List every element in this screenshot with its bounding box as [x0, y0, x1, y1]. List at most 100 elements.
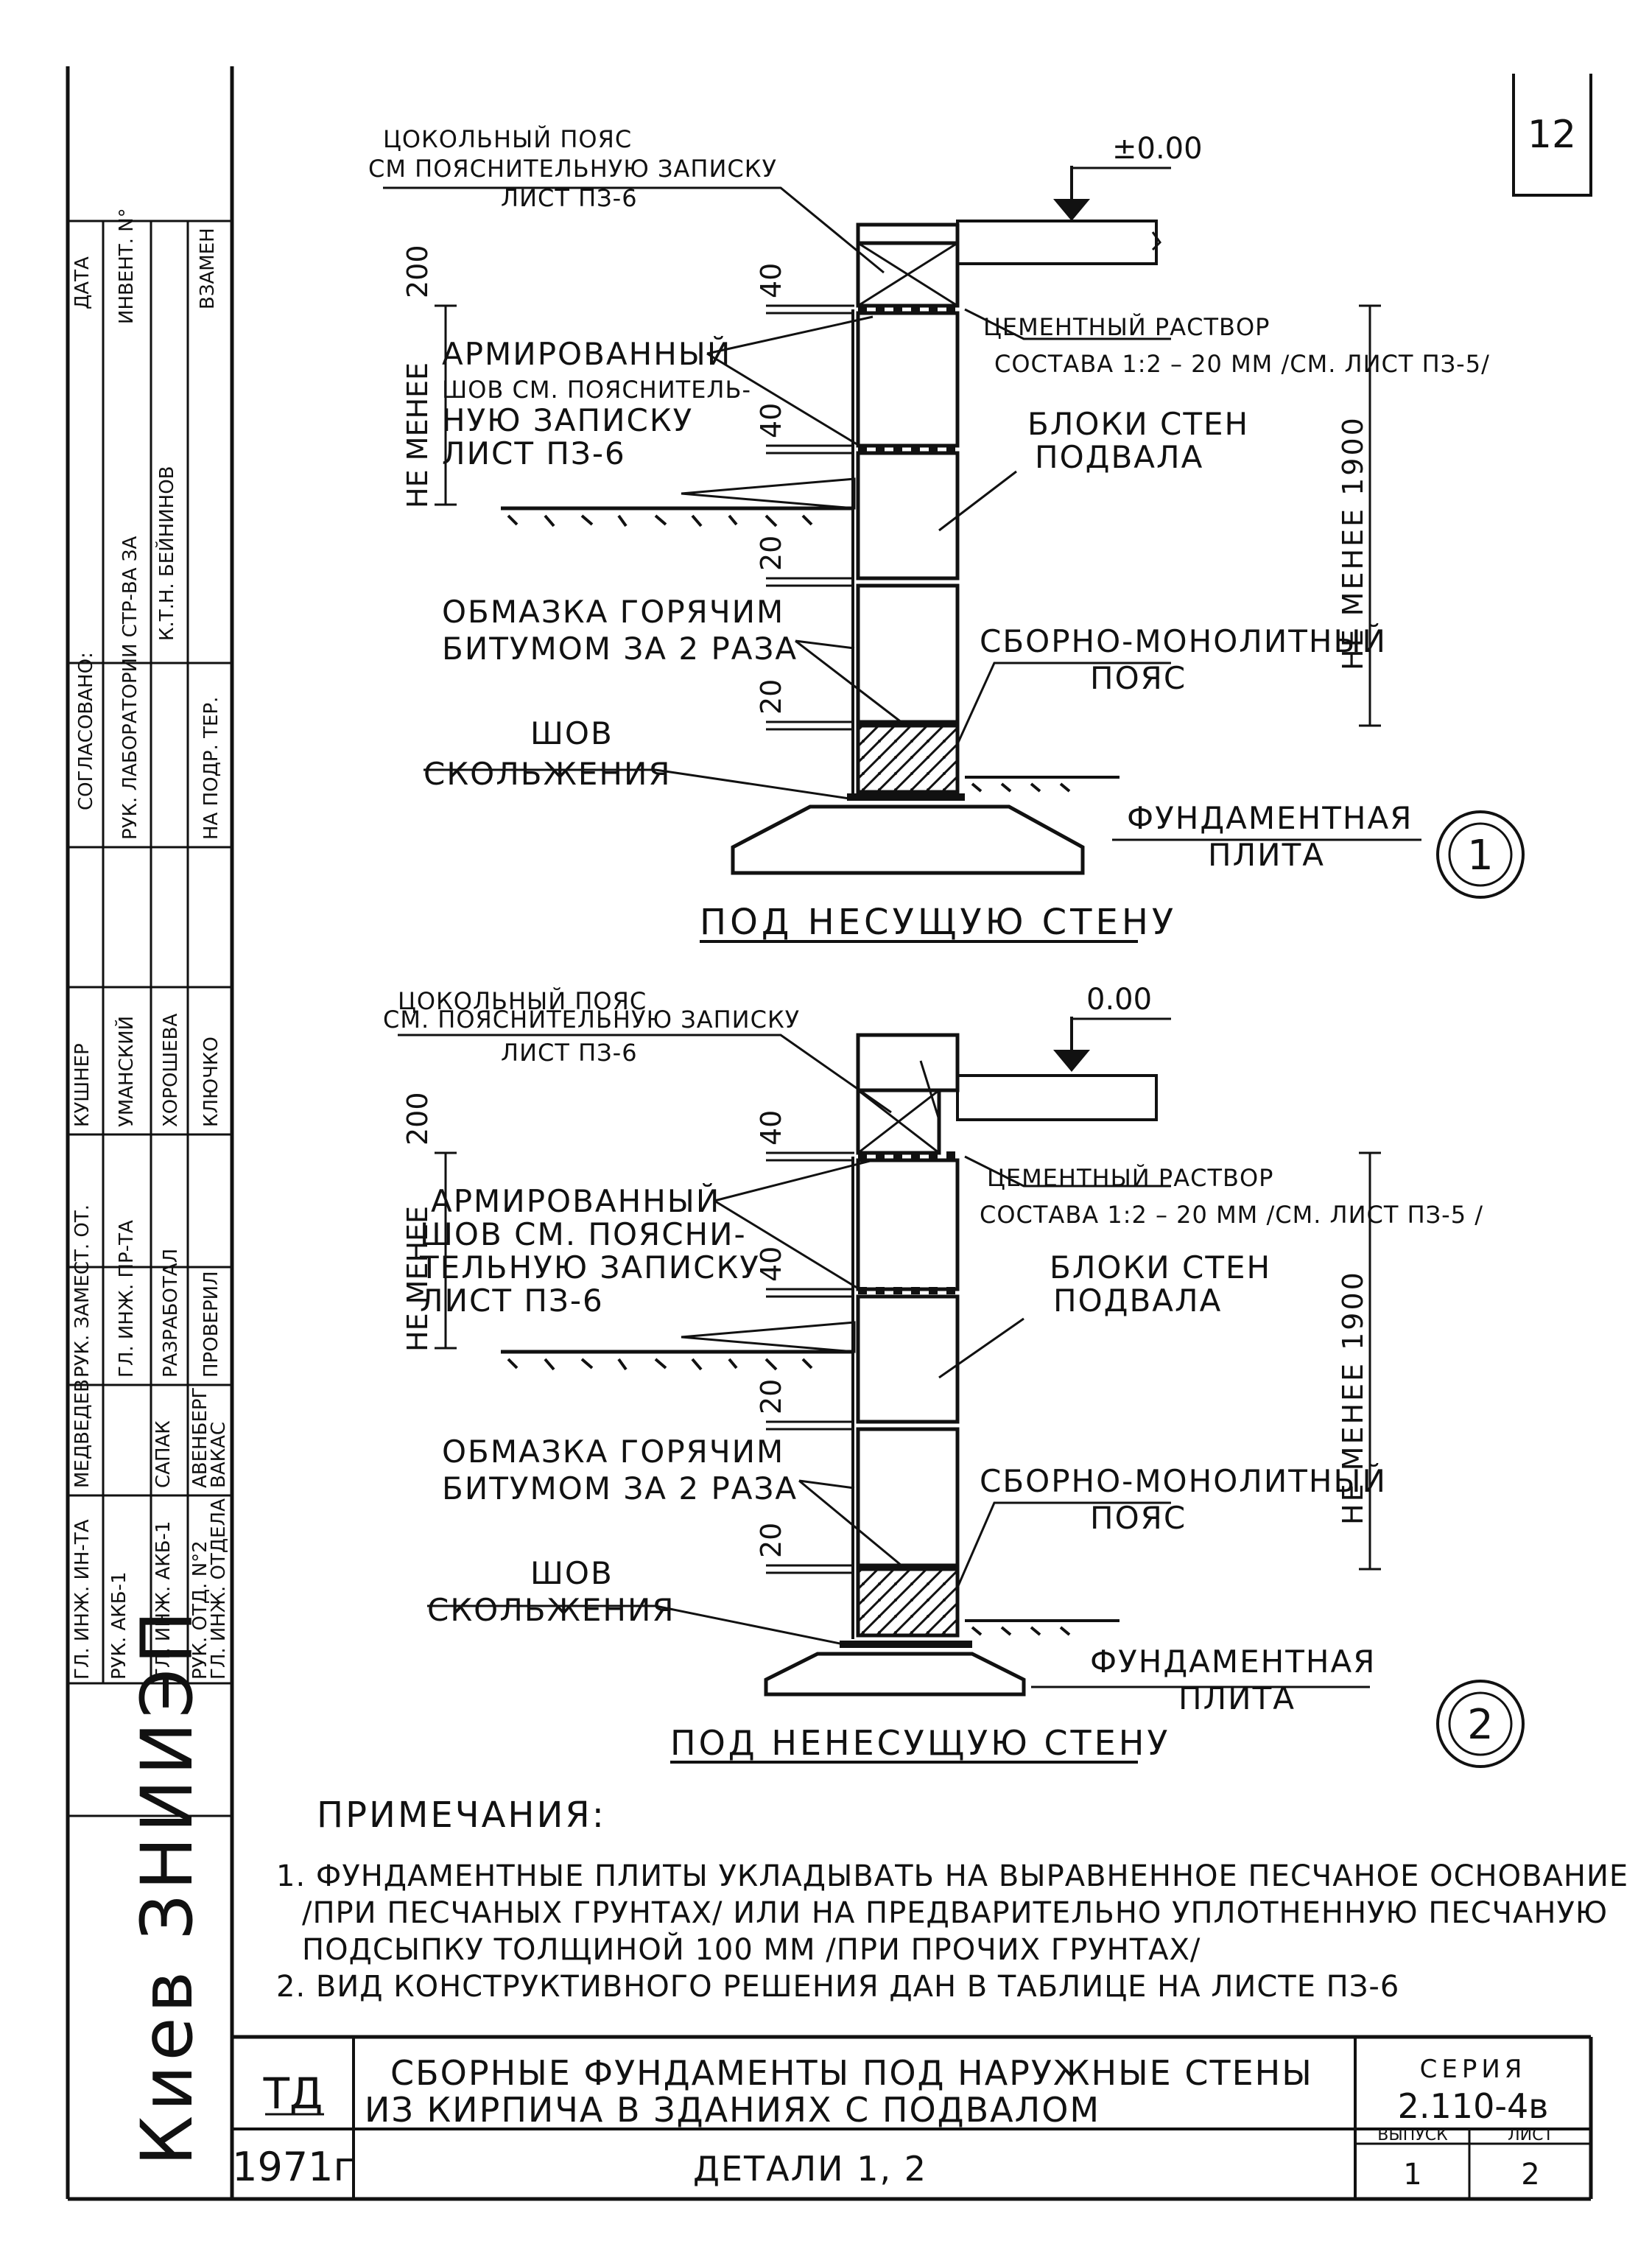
detail-2-reinforced-4: ЛИСТ ПЗ-6 [420, 1283, 604, 1319]
detail-1-coating-1: ОБМАЗКА ГОРЯЧИМ [442, 594, 784, 630]
detail-2-blocks-1: БЛОКИ СТЕН [1050, 1249, 1271, 1285]
staff-role-6: РУК. ЗАМЕСТ. ОТ. [71, 1204, 94, 1378]
detail-1-monolith-1: СБОРНО-МОНОЛИТНЫЙ [980, 622, 1387, 659]
note-line-1: 1. ФУНДАМЕНТНЫЕ ПЛИТЫ УКЛАДЫВАТЬ НА ВЫРА… [276, 1859, 1628, 1893]
detail-2-reinforced-2: ШОВ СМ. ПОЯСНИ- [420, 1216, 747, 1252]
staff-role-2: РУК. АКБ-1 [108, 1571, 130, 1680]
sidebar-agreed-name-1: К.Т.Н. БЕЙНИНОВ [155, 466, 178, 641]
detail-2-reinforced-1: АРМИРОВАННЫЙ [431, 1182, 720, 1219]
sheet-frame [66, 66, 1591, 2201]
detail-1-plinth-belt-2: СМ ПОЯСНИТЕЛЬНУЮ ЗАПИСКУ [368, 155, 777, 183]
page-number-box: 12 [1512, 74, 1592, 197]
sheet-value: 2 [1521, 2158, 1539, 2192]
detail-2-monolith-2: ПОЯС [1090, 1500, 1187, 1536]
staff-name-4: АВЕНБЕРГ [189, 1387, 211, 1488]
detail-1-level-mark: ±0.00 [1112, 132, 1203, 166]
title-block [232, 2035, 1593, 2199]
detail-1-dim-min-right: НЕ МЕНЕЕ 1900 [1337, 415, 1369, 670]
title-year: 1971г [232, 2144, 354, 2190]
staff-name-6: КУШНЕР [71, 1043, 94, 1127]
detail-1 [383, 166, 1525, 899]
detail-1-reinforced-4: ЛИСТ ПЗ-6 [442, 435, 626, 471]
detail-1-dim-20b: 20 [755, 679, 787, 715]
series-label: СЕРИЯ [1420, 2055, 1527, 2084]
organization-stamp: Киев ЗНИИЭП [126, 1607, 208, 2166]
detail-1-reinforced-1: АРМИРОВАННЫЙ [442, 335, 731, 372]
sidebar-texts: ДАТА ИНВЕНТ. N° ВЗАМЕН СОГЛАСОВАНО: РУК.… [71, 208, 230, 2166]
detail-2-blocks-2: ПОДВАЛА [1053, 1283, 1222, 1319]
detail-2-slab-1: ФУНДАМЕНТНАЯ [1090, 1644, 1376, 1680]
detail-2-dim-min-left: НЕ МЕНЕЕ [401, 1206, 434, 1352]
detail-2-reinforced-3: ТЕЛЬНУЮ ЗАПИСКУ [419, 1249, 760, 1285]
sheet-label: ЛИСТ [1508, 2126, 1553, 2144]
detail-2-slip-1: ШОВ [530, 1555, 614, 1591]
detail-1-dim-200: 200 [401, 245, 434, 298]
staff-role-5: ГЛ. ИНЖ. ОТДЕЛА [208, 1498, 230, 1680]
staff-name-7: УМАНСКИЙ [114, 1016, 138, 1127]
detail-2-dim-40b: 40 [755, 1246, 787, 1282]
staff-name-3: САПАК [152, 1420, 175, 1488]
detail-2-level-mark: 0.00 [1086, 983, 1152, 1017]
detail-1-mortar-2: СОСТАВА 1:2 – 20 ММ /СМ. ЛИСТ ПЗ-5/ [994, 350, 1490, 378]
detail-2-dim-20b: 20 [755, 1523, 787, 1558]
detail-2-plinth-belt-2: СМ. ПОЯСНИТЕЛЬНУЮ ЗАПИСКУ [383, 1006, 800, 1034]
sidebar-inventory-header: ИНВЕНТ. N° [116, 208, 138, 324]
detail-2-dim-min-right: НЕ МЕНЕЕ 1900 [1337, 1270, 1369, 1525]
detail-1-coating-2: БИТУМОМ ЗА 2 РАЗА [442, 631, 798, 667]
sidebar-vzamen-header: ВЗАМЕН [197, 228, 219, 309]
detail-2-plinth-belt-1: ЦОКОЛЬНЫЙ ПОЯС [398, 987, 647, 1015]
detail-1-plinth-belt-3: ЛИСТ ПЗ-6 [501, 184, 638, 212]
title-line-1: СБОРНЫЕ ФУНДАМЕНТЫ ПОД НАРУЖНЫЕ СТЕНЫ [390, 2053, 1313, 2093]
issue-label: ВЫПУСК [1377, 2126, 1448, 2144]
sidebar-agreed-role-1: РУК. ЛАБОРАТОРИИ СТР-ВА ЗА [119, 536, 141, 840]
staff-name-8: ХОРОШЕВА [160, 1014, 182, 1127]
detail-1-caption: ПОД НЕСУЩУЮ СТЕНУ [700, 902, 1177, 943]
staff-role-4: РУК. ОТД. N°2 [189, 1540, 211, 1680]
title-code: ТД [263, 2069, 323, 2119]
notes-title: ПРИМЕЧАНИЯ: [317, 1795, 606, 1836]
approval-sidebar [68, 220, 232, 1817]
detail-1-mortar-1: ЦЕМЕНТНЫЙ РАСТВОР [983, 313, 1270, 341]
detail-2-coating-2: БИТУМОМ ЗА 2 РАЗА [442, 1470, 798, 1506]
staff-role-7: ГЛ. ИНЖ. ПР-ТА [116, 1220, 138, 1378]
detail-2-number: 2 [1467, 1701, 1494, 1749]
detail-2-slab-2: ПЛИТА [1178, 1680, 1296, 1716]
detail-2-plinth-belt-3: ЛИСТ ПЗ-6 [501, 1039, 638, 1067]
detail-1-plinth-belt-1: ЦОКОЛЬНЫЙ ПОЯС [383, 125, 632, 153]
detail-1-dim-min-left: НЕ МЕНЕЕ [401, 362, 434, 508]
detail-2-texts: 0.00 ЦОКОЛЬНЫЙ ПОЯС СМ. ПОЯСНИТЕЛЬНУЮ ЗА… [383, 983, 1494, 1764]
detail-1-slab-2: ПЛИТА [1208, 837, 1325, 873]
detail-1-blocks-1: БЛОКИ СТЕН [1027, 406, 1249, 442]
detail-1-slip-2: СКОЛЬЖЕНИЯ [423, 756, 672, 792]
detail-1-dim-20a: 20 [755, 536, 787, 571]
detail-1-blocks-2: ПОДВАЛА [1035, 439, 1203, 475]
detail-1-monolith-2: ПОЯС [1090, 660, 1187, 696]
detail-2 [398, 1017, 1525, 1768]
detail-2-coating-1: ОБМАЗКА ГОРЯЧИМ [442, 1434, 784, 1470]
detail-1-reinforced-3: НУЮ ЗАПИСКУ [442, 402, 693, 438]
detail-1-slab-1: ФУНДАМЕНТНАЯ [1127, 800, 1413, 836]
staff-role-9: ПРОВЕРИЛ [200, 1271, 222, 1378]
title-subtitle: ДЕТАЛИ 1, 2 [693, 2149, 927, 2189]
detail-2-mortar-2: СОСТАВА 1:2 – 20 ММ /СМ. ЛИСТ ПЗ-5 / [980, 1201, 1483, 1229]
detail-1-number: 1 [1467, 832, 1494, 880]
detail-2-caption: ПОД НЕНЕСУЩУЮ СТЕНУ [670, 1723, 1170, 1763]
detail-1-texts: ±0.00 ЦОКОЛЬНЫЙ ПОЯС СМ ПОЯСНИТЕЛЬНУЮ ЗА… [368, 125, 1494, 943]
series-value: 2.110-4в [1398, 2086, 1549, 2126]
title-line-2: ИЗ КИРПИЧА В ЗДАНИЯХ С ПОДВАЛОМ [365, 2090, 1100, 2130]
notes: ПРИМЕЧАНИЯ: 1. ФУНДАМЕНТНЫЕ ПЛИТЫ УКЛАДЫ… [276, 1795, 1628, 2004]
note-line-3: ПОДСЫПКУ ТОЛЩИНОЙ 100 ММ /ПРИ ПРОЧИХ ГРУ… [302, 1932, 1201, 1967]
issue-value: 1 [1403, 2158, 1421, 2192]
detail-1-dim-40b: 40 [755, 403, 787, 438]
detail-2-monolith-1: СБОРНО-МОНОЛИТНЫЙ [980, 1462, 1387, 1499]
page-number: 12 [1528, 113, 1576, 157]
sidebar-agreed-title: СОГЛАСОВАНО: [75, 652, 97, 810]
title-block-texts: ТД 1971г СБОРНЫЕ ФУНДАМЕНТЫ ПОД НАРУЖНЫЕ… [232, 2053, 1553, 2192]
detail-2-dim-200: 200 [401, 1092, 434, 1146]
detail-2-dim-40a: 40 [755, 1110, 787, 1146]
detail-1-reinforced-2: ШОВ СМ. ПОЯСНИТЕЛЬ- [442, 376, 751, 404]
staff-role-1: ГЛ. ИНЖ. ИН-ТА [71, 1519, 94, 1680]
note-line-4: 2. ВИД КОНСТРУКТИВНОГО РЕШЕНИЯ ДАН В ТАБ… [276, 1970, 1399, 2004]
detail-1-dim-40a: 40 [755, 263, 787, 298]
